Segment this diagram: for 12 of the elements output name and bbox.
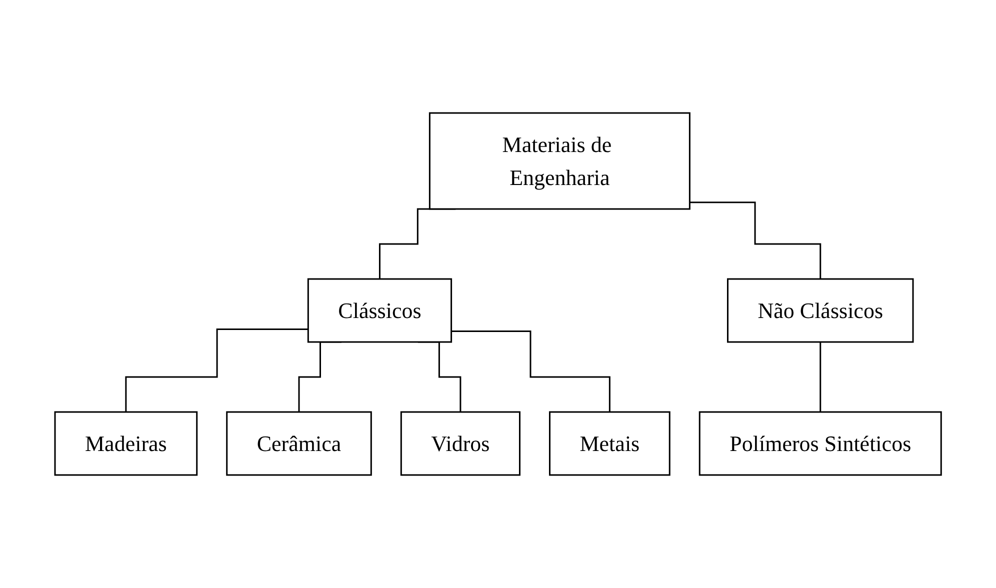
node-box: Clássicos bbox=[307, 278, 452, 343]
connector bbox=[451, 330, 610, 413]
node-box: Madeiras bbox=[54, 411, 198, 476]
connector bbox=[125, 328, 308, 413]
connector bbox=[820, 341, 822, 413]
node-box: Não Clássicos bbox=[726, 278, 914, 343]
node-box: Materiais de Engenharia bbox=[428, 112, 690, 210]
node-box: Polímeros Sintéticos bbox=[698, 411, 942, 476]
node-box: Vidros bbox=[400, 411, 520, 476]
node-box: Metais bbox=[548, 411, 670, 476]
node-box: Cerâmica bbox=[226, 411, 372, 476]
connector bbox=[690, 202, 822, 280]
